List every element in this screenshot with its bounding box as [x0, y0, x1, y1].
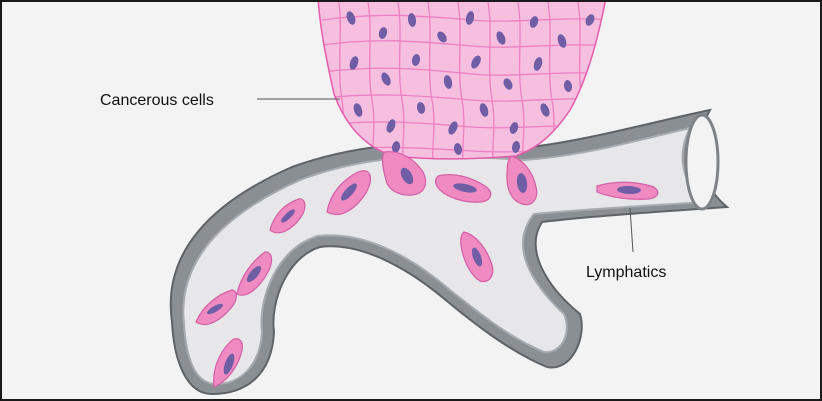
- lymphatics-label: Lymphatics: [586, 264, 666, 281]
- cancerous-cells-label: Cancerous cells: [100, 92, 214, 109]
- vessel-opening: [686, 115, 718, 209]
